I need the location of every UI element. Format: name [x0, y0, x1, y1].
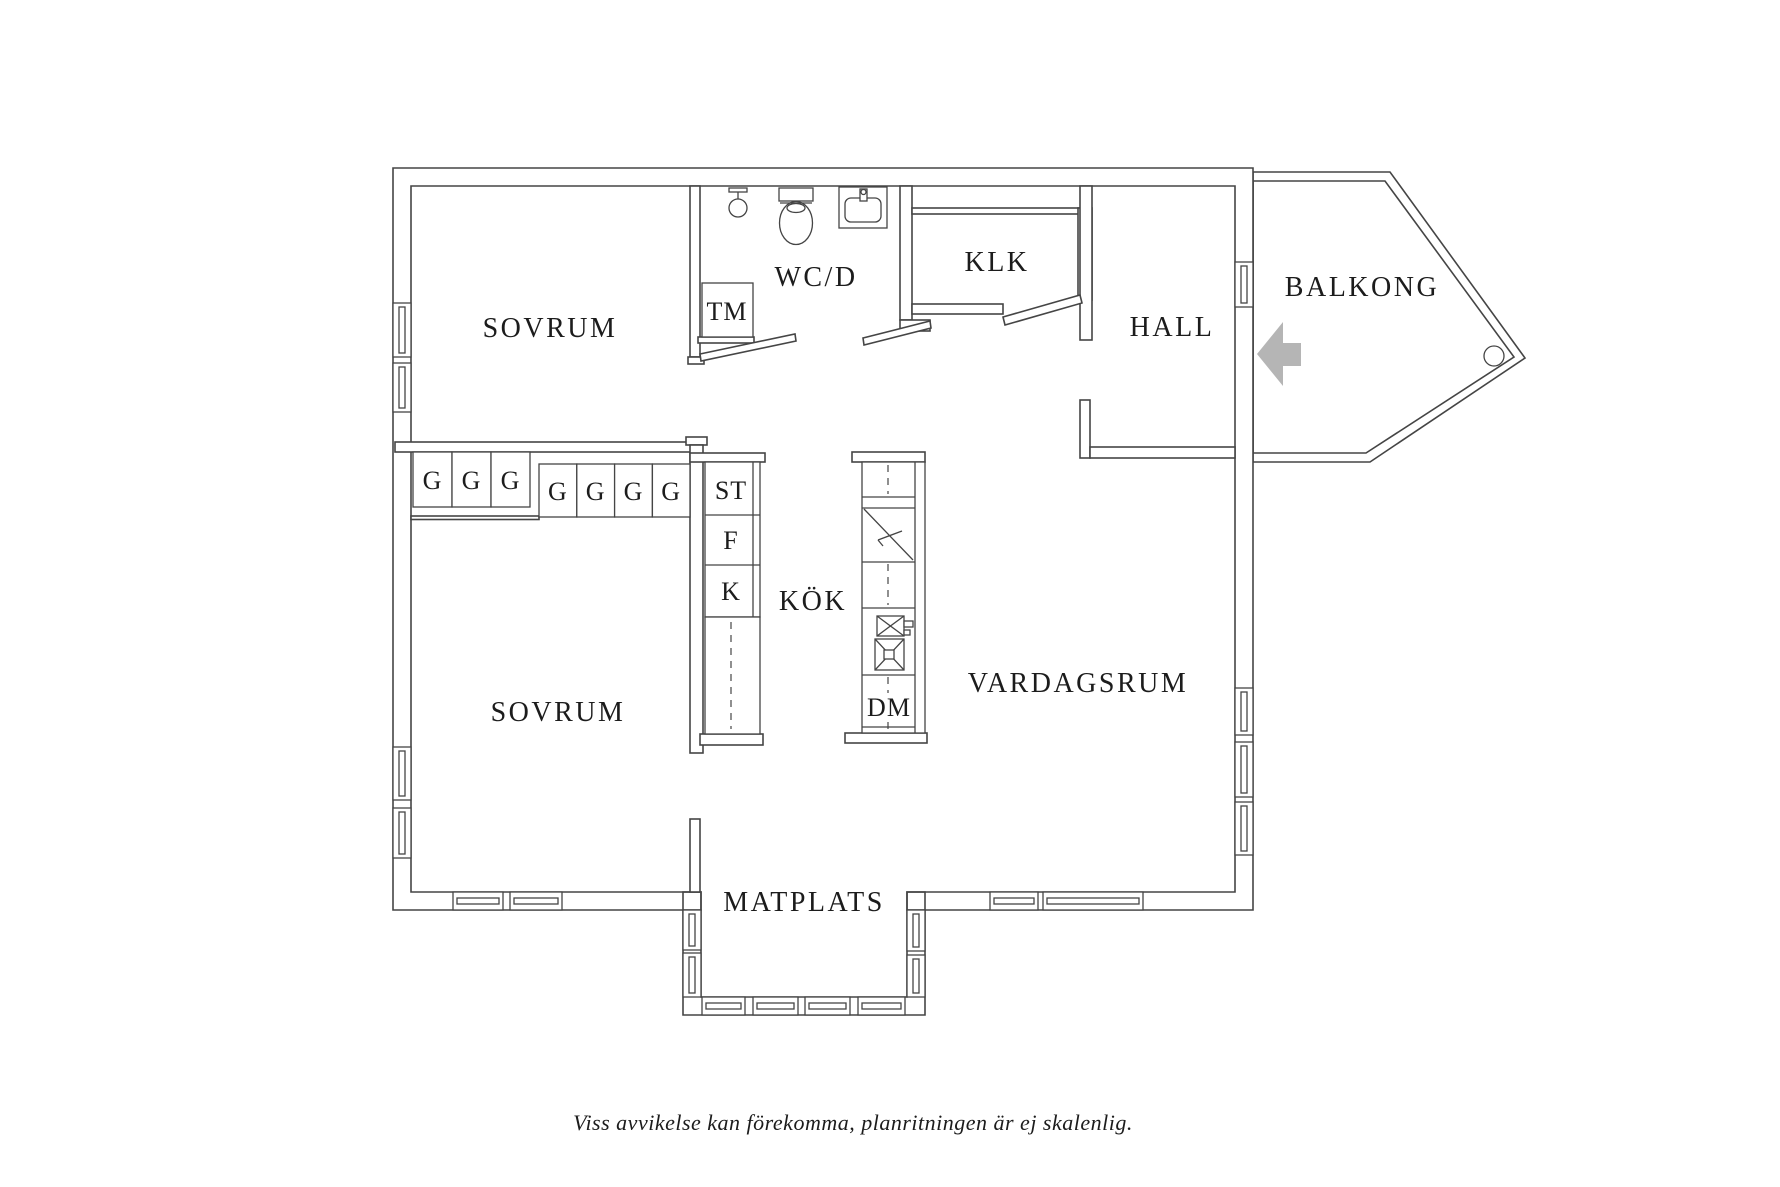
shower-head-icon [728, 187, 748, 218]
window [752, 996, 799, 1016]
room-label-wcd: WC/D [774, 262, 857, 293]
window [392, 746, 412, 801]
wardrobe-label: G [548, 477, 568, 506]
room-label-vardagsrum: VARDAGSRUM [968, 668, 1189, 699]
window [989, 891, 1039, 911]
room-label-kok: KÖK [779, 586, 847, 617]
window [509, 891, 563, 911]
window [1042, 891, 1144, 911]
mid-wall [394, 441, 701, 453]
interior-walls [394, 185, 1236, 893]
washing-machine: TM [701, 282, 754, 338]
wardrobe-label: G [661, 477, 681, 506]
wardrobe-label: G [462, 466, 482, 495]
window [1234, 741, 1254, 798]
window [452, 891, 504, 911]
tall-cabinet-stack [704, 461, 761, 618]
wardrobe-box [576, 463, 616, 518]
window [392, 362, 412, 413]
wardrobe-box [412, 451, 453, 508]
room-labels: SOVRUM WC/D KLK HALL KÖK VARDAGSRUM SOVR… [483, 247, 1215, 918]
hall-west-wall [1079, 185, 1093, 341]
windows [392, 261, 1254, 1016]
balcony-drain-icon [1483, 345, 1505, 367]
window [682, 952, 702, 998]
entrance-arrow-icon [1257, 322, 1301, 386]
door-leaf-bedroom1 [699, 333, 797, 362]
stove-symbol [863, 508, 914, 561]
bathroom-fixtures [728, 186, 888, 246]
label-k: K [721, 577, 741, 606]
washbasin-icon [838, 186, 888, 229]
island-cap [851, 451, 926, 463]
kitchen-west-wall-cap [685, 436, 708, 446]
balcony-door-window [1234, 261, 1254, 308]
bedroom2-north-wall [410, 515, 540, 521]
window [857, 996, 906, 1016]
window [804, 996, 851, 1016]
room-label-klk: KLK [964, 247, 1029, 278]
wardrobe-label: G [586, 477, 606, 506]
wcd-south-stub [697, 336, 755, 344]
room-label-sovrum-lower: SOVRUM [491, 697, 626, 728]
balcony-inner-wall [1252, 180, 1516, 454]
kitchen-left-column: ST F K [704, 461, 761, 735]
hall-west-stub [1079, 399, 1091, 459]
window [1234, 687, 1254, 736]
island-foot [844, 732, 928, 744]
window [392, 807, 412, 859]
door-leaf-wcd [862, 320, 932, 346]
bedroom2-east-stub [689, 818, 701, 893]
label-dm: DM [867, 693, 911, 722]
window [906, 909, 926, 952]
kitchen-west-wall [689, 444, 704, 754]
kitchen-sink-icon [874, 615, 914, 671]
label-st: ST [715, 476, 747, 505]
door-leaf-klk [1002, 294, 1083, 326]
wcd-east-wall [899, 185, 913, 321]
disclaimer-caption: Viss avvikelse kan förekomma, planritnin… [573, 1110, 1133, 1135]
bedroom1-east-wall [689, 185, 701, 358]
room-label-balkong: BALKONG [1285, 272, 1439, 303]
window [682, 909, 702, 951]
doors [699, 294, 1083, 362]
tm-box [701, 282, 754, 338]
room-label-matplats: MATPLATS [723, 887, 885, 918]
window [701, 996, 746, 1016]
counter [704, 616, 761, 735]
wardrobes: G G G G G G G [412, 451, 691, 518]
kitchen-column-cap [689, 452, 766, 463]
wardrobe-box [490, 451, 531, 508]
window [392, 302, 412, 358]
room-label-hall: HALL [1130, 312, 1215, 343]
wardrobe-box [651, 463, 691, 518]
wardrobe-label: G [423, 466, 443, 495]
room-label-sovrum-upper: SOVRUM [483, 313, 618, 344]
label-f: F [723, 526, 738, 555]
klk-north-wall [911, 207, 1081, 215]
balcony: BALKONG [1252, 171, 1527, 463]
toilet-icon [778, 187, 814, 246]
hall-south-wall [1089, 446, 1236, 459]
window [1234, 801, 1254, 856]
label-tm: TM [707, 297, 748, 326]
wardrobe-label: G [501, 466, 521, 495]
kitchen-island: DM [861, 461, 926, 734]
kitchen-column-foot [699, 733, 764, 746]
wardrobe-label: G [624, 477, 644, 506]
window [906, 954, 926, 998]
klk-south-stub [911, 303, 1004, 315]
wardrobe-box [538, 463, 578, 518]
